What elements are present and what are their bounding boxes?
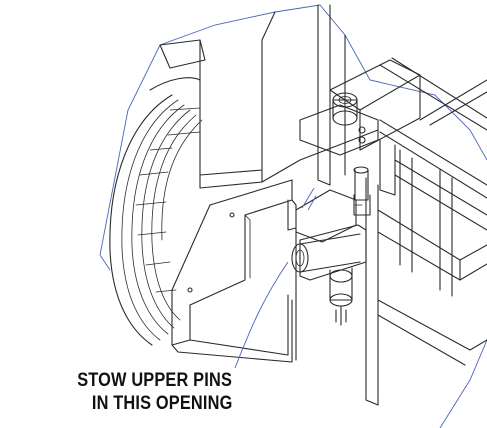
upright-tube xyxy=(317,4,379,406)
lattice-frame xyxy=(329,57,487,366)
wheel xyxy=(109,94,203,346)
callout-leader-line xyxy=(234,261,289,369)
callout-line-1: STOW UPPER PINS xyxy=(77,370,232,391)
opening-indicator xyxy=(301,187,317,211)
bolt-bracket xyxy=(261,92,379,183)
stow-bracket-plate xyxy=(171,179,297,363)
detail-boundary xyxy=(99,4,487,428)
frame-back xyxy=(149,11,276,189)
pin-assembly xyxy=(287,189,367,326)
callout-line-2: IN THIS OPENING xyxy=(91,393,232,414)
